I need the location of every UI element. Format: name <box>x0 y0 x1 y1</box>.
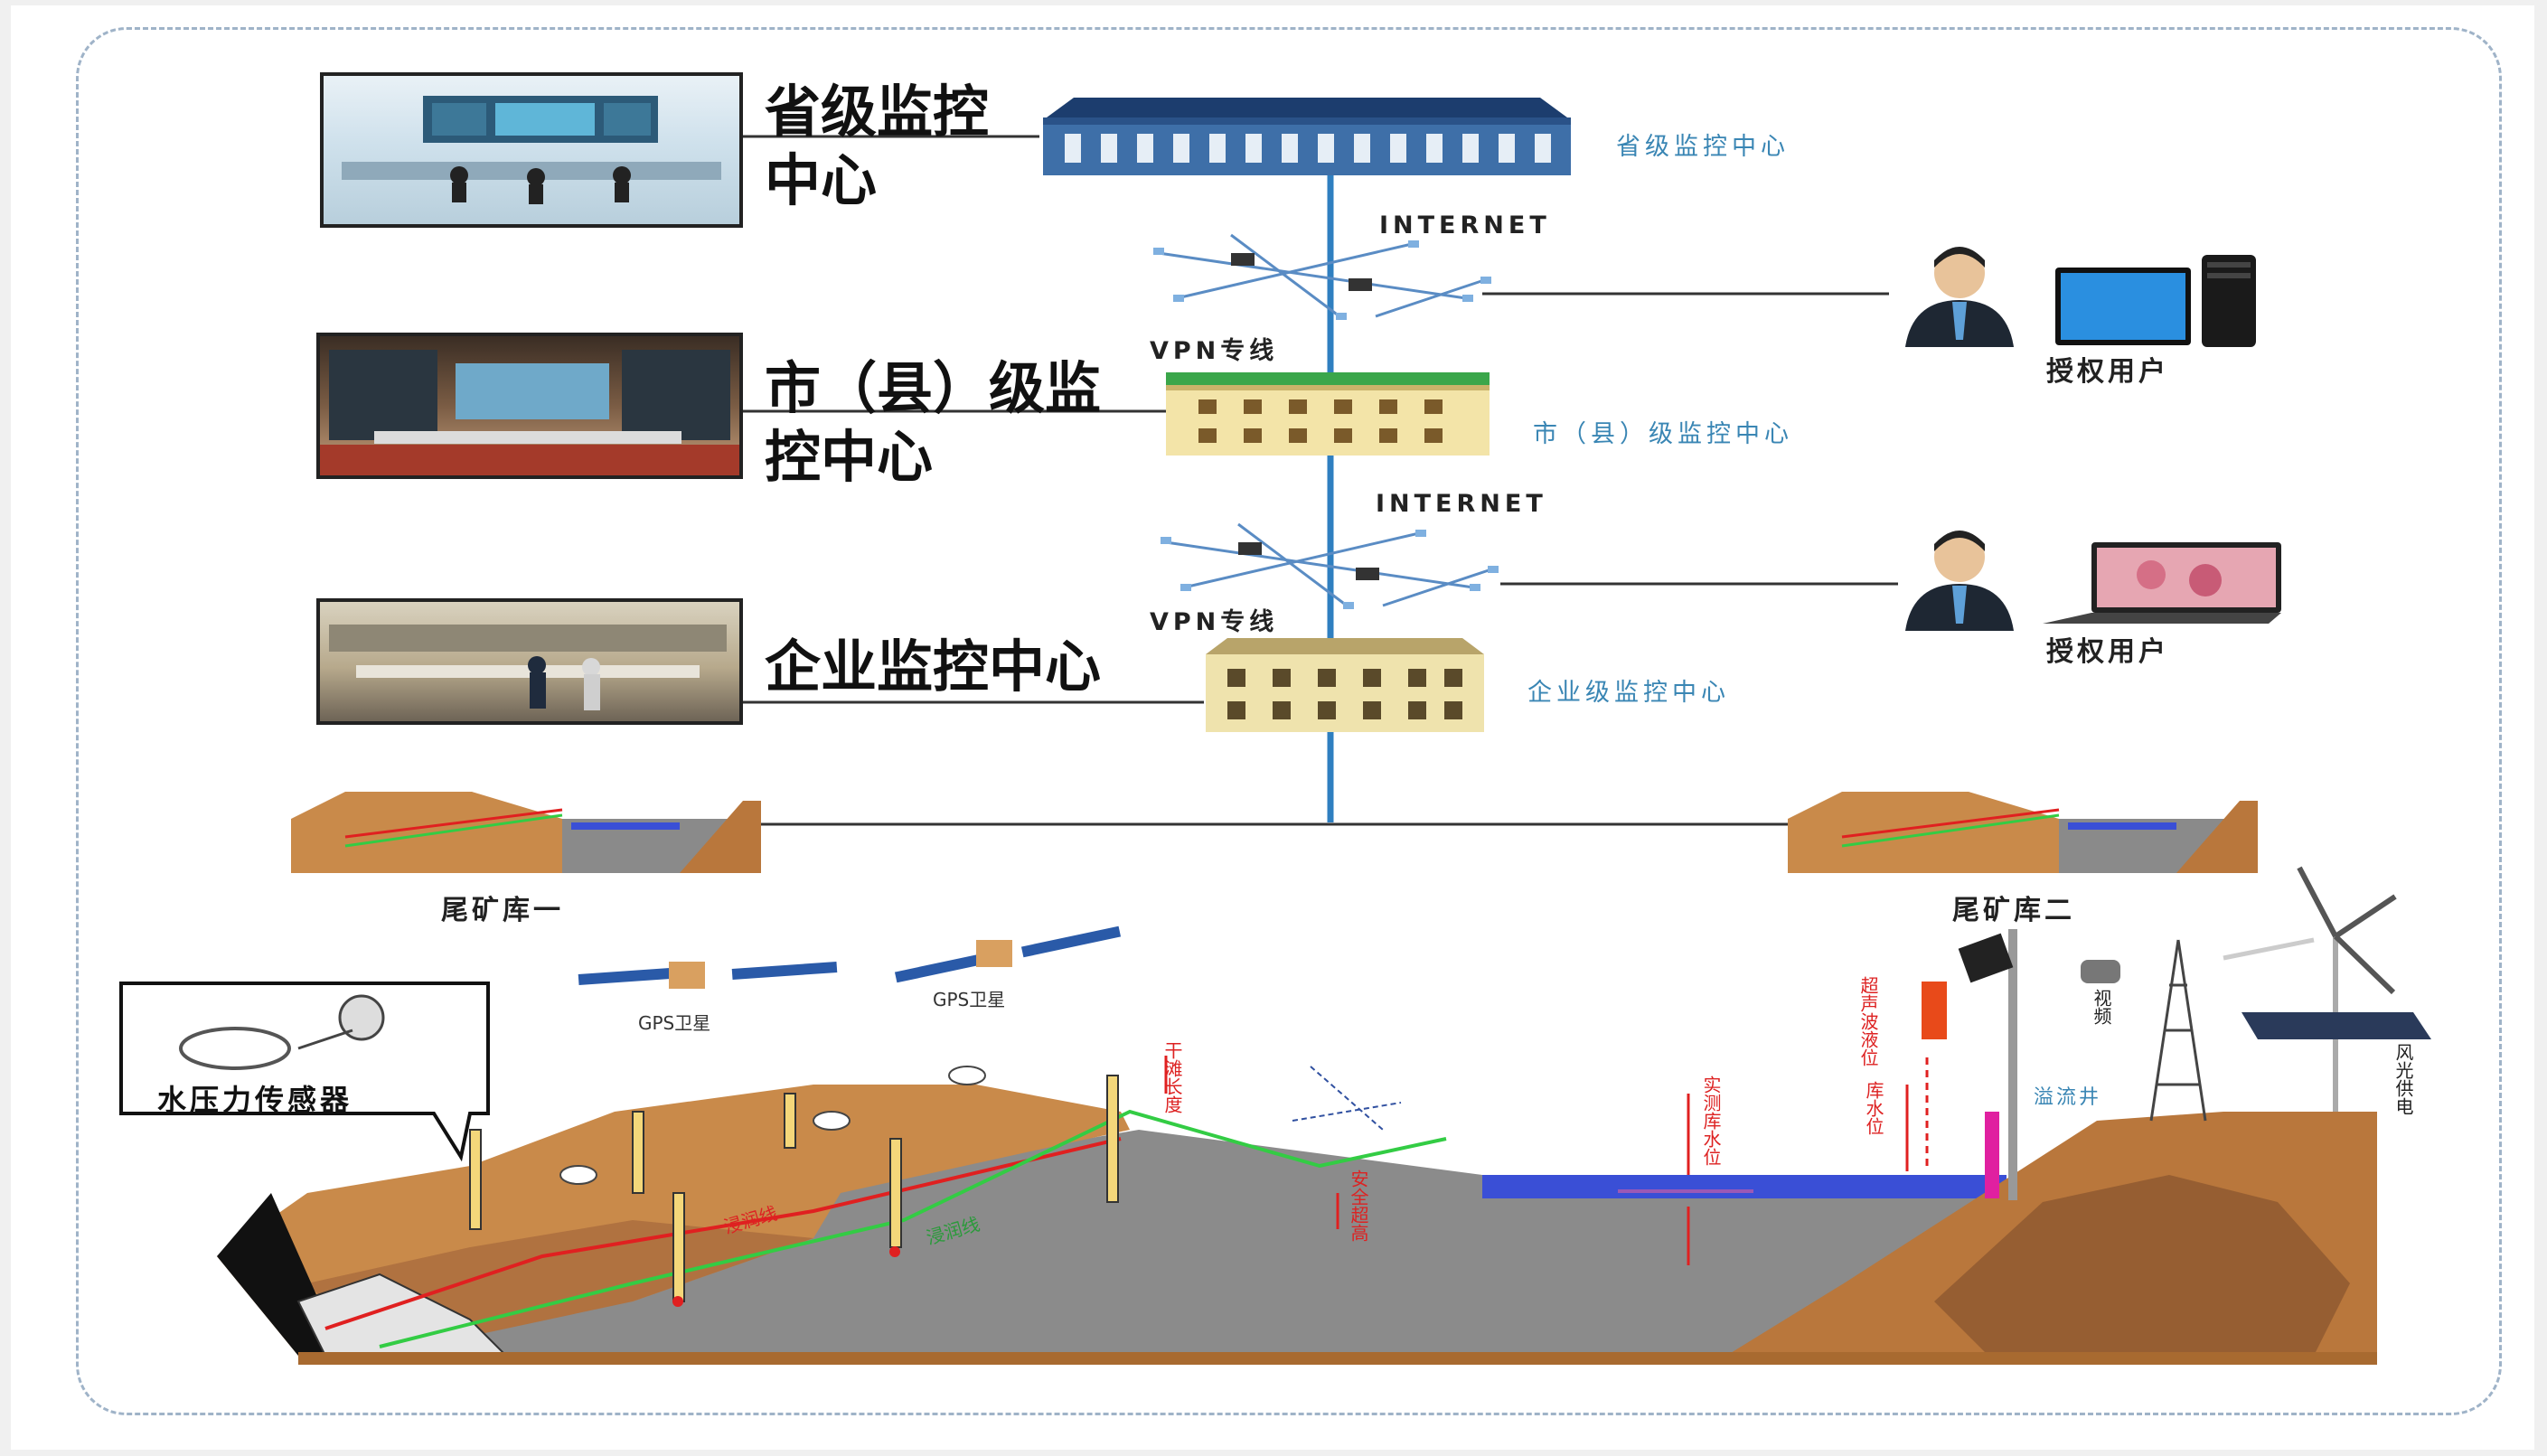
internet-label-1: INTERNET <box>1379 211 1551 240</box>
city-center-label: 市（县）级监控中心 <box>1533 420 1793 448</box>
diagram-border <box>76 27 2502 1415</box>
ground-base <box>298 1352 2377 1365</box>
enterprise-room-scene <box>329 625 727 710</box>
vpn-switch-cluster-2 <box>1161 522 1499 609</box>
gps-satellite-right-icon <box>894 925 1122 983</box>
user-avatar-icon-2 <box>1905 531 2014 631</box>
communication-tower-icon <box>2149 939 2207 1122</box>
overflow-well-label: 溢流井 <box>2034 1086 2102 1109</box>
enterprise-center-label: 企业级监控中心 <box>1527 679 1730 707</box>
tailings-pond-two-label: 尾矿库二 <box>1952 895 2075 926</box>
wind-solar-power-label: 风光供电 <box>2392 1043 2414 1115</box>
dry-beach-length-label: 干滩长度 <box>1161 1041 1183 1113</box>
internet-label-2: INTERNET <box>1376 490 1547 518</box>
pond-water <box>1482 1175 2007 1198</box>
monitoring-wells <box>469 1075 1119 1302</box>
pond-level-label: 库水位 <box>1863 1081 1884 1135</box>
vpn-label-2: VPN专线 <box>1150 608 1279 636</box>
user-avatar-icon <box>1905 247 2014 347</box>
enterprise-building-icon <box>1206 638 1484 732</box>
province-building-icon <box>1043 98 1571 175</box>
overflow-well-icon <box>1985 1112 1999 1198</box>
province-control-room-photo <box>320 72 743 228</box>
phreatic-line-green <box>379 1109 1447 1348</box>
city-center-title: 市（县）级监 控中心 <box>765 355 1102 490</box>
desktop-computer-icon <box>2055 255 2256 347</box>
gps-satellite-left-icon <box>578 961 838 989</box>
safety-elevation-label: 安全超高 <box>1348 1169 1369 1242</box>
gps-satellite-right-label: GPS卫星 <box>933 989 1006 1010</box>
gps-satellite-left-label: GPS卫星 <box>638 1012 711 1034</box>
laptop-computer-icon <box>2043 542 2281 624</box>
tailings-pond-two-thumbnail <box>1788 792 2258 873</box>
enterprise-center-title: 企业监控中心 <box>765 634 1102 700</box>
tailings-pond-one-label: 尾矿库一 <box>441 895 564 926</box>
water-pressure-callout <box>119 982 490 1162</box>
ultrasonic-level-label: 超声波液位 <box>1857 976 1879 1066</box>
vpn-switch-cluster-1 <box>1153 233 1491 320</box>
wind-turbine-icon <box>2223 866 2397 1112</box>
tailings-pond-one-thumbnail <box>291 792 761 873</box>
vpn-label-1: VPN专线 <box>1150 337 1279 365</box>
province-room-scene <box>342 96 721 204</box>
water-pressure-sensor-label: 水压力传感器 <box>157 1083 353 1117</box>
measured-level-label: 实测库水位 <box>1700 1076 1722 1166</box>
city-building-icon <box>1166 372 1490 456</box>
video-camera-icon <box>2081 960 2120 983</box>
authorized-user-label-2: 授权用户 <box>2046 636 2169 668</box>
city-control-room-photo <box>316 333 743 479</box>
province-center-title: 省级监控 中心 <box>765 79 990 213</box>
city-room-scene <box>320 350 739 475</box>
authorized-user-label-1: 授权用户 <box>2046 356 2169 388</box>
video-label: 视频 <box>2091 989 2112 1025</box>
solar-panel-icon <box>2242 1012 2431 1039</box>
province-center-label: 省级监控中心 <box>1616 133 1790 161</box>
enterprise-control-room-photo <box>316 598 743 725</box>
